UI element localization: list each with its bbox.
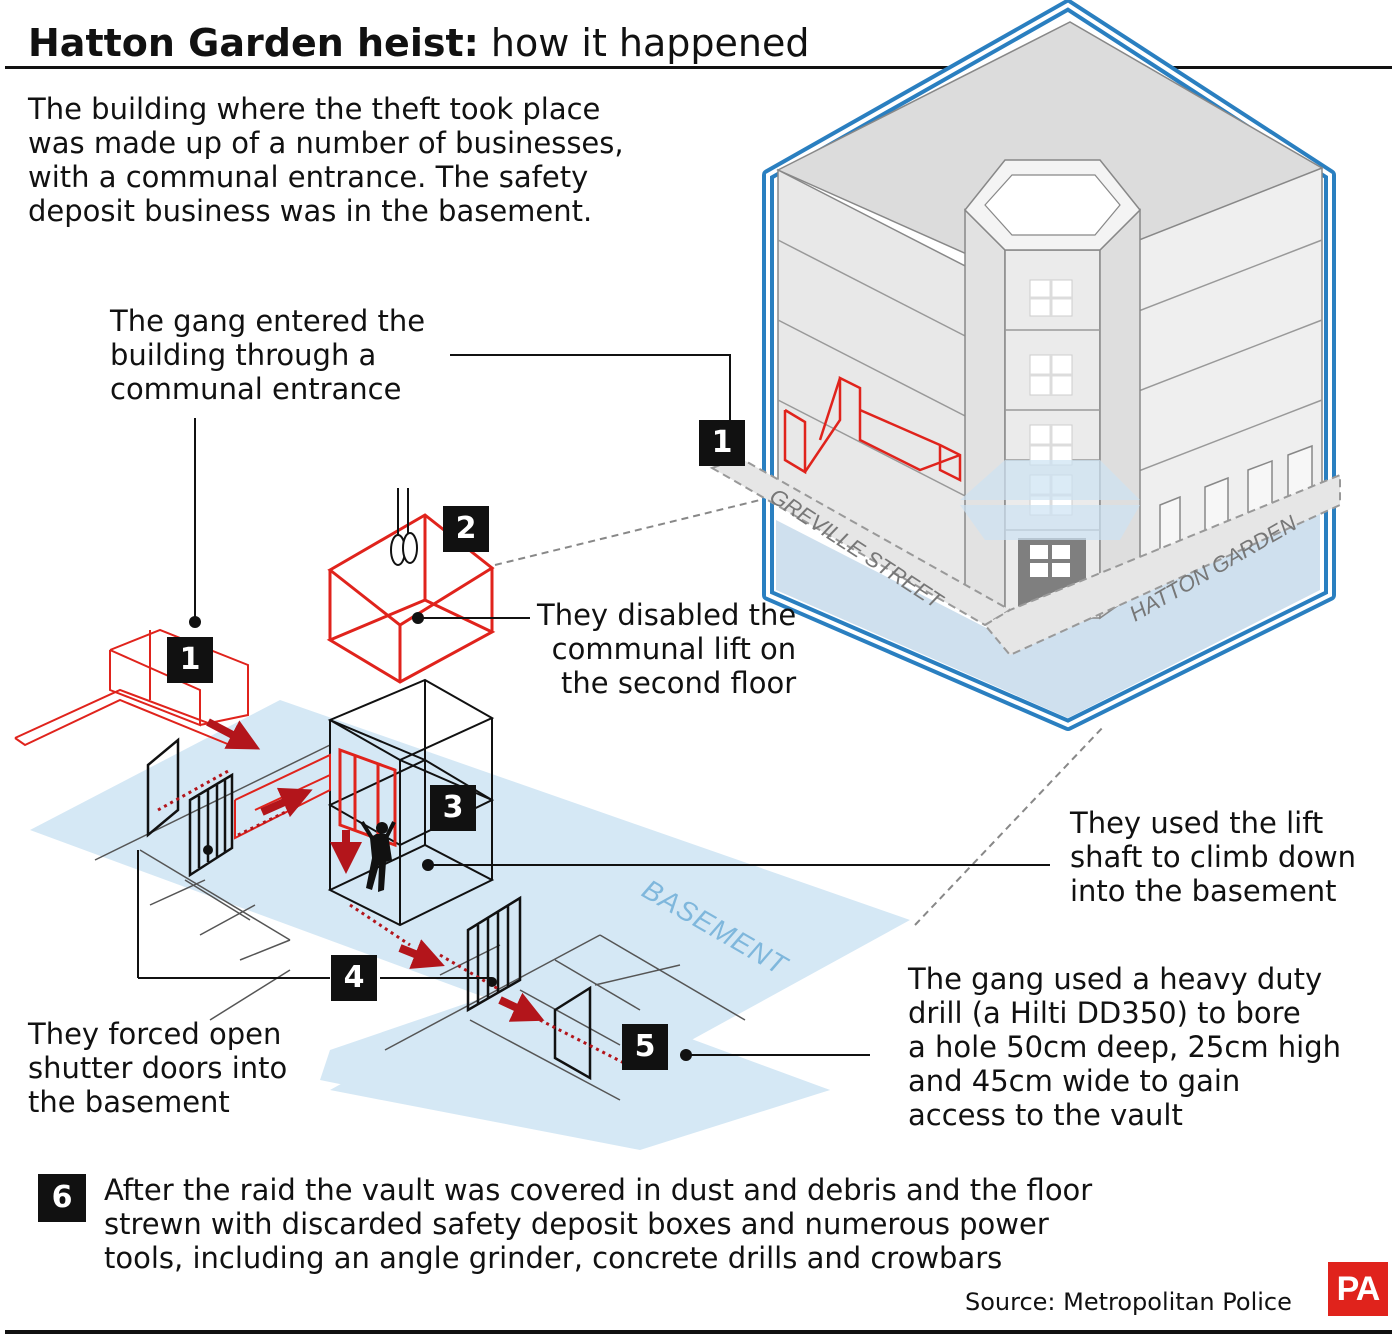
basement-floor-main bbox=[30, 700, 910, 1060]
intro-text: The building where the theft took place … bbox=[28, 92, 624, 228]
step-5-text: The gang used a heavy duty drill (a Hilt… bbox=[908, 962, 1342, 1132]
page-title: Hatton Garden heist: how it happened bbox=[28, 18, 810, 68]
basement-illustration: BASEMENT bbox=[14, 488, 910, 1150]
step-4-text: They forced open shutter doors into the … bbox=[28, 1017, 288, 1119]
pa-logo: PA bbox=[1328, 1262, 1388, 1316]
footer-rule bbox=[5, 1330, 1392, 1334]
step-badge-1: 1 bbox=[167, 637, 213, 683]
step-badge-2: 2 bbox=[443, 506, 489, 552]
step-2-text: They disabled the communal lift on the s… bbox=[537, 598, 797, 700]
street-hatton bbox=[983, 473, 1341, 657]
step-badge-5: 5 bbox=[622, 1024, 668, 1070]
building-illustration bbox=[709, 0, 1341, 731]
climber-figure bbox=[360, 820, 396, 892]
title-rest: how it happened bbox=[478, 21, 810, 65]
step-1-text: The gang entered the building through a … bbox=[110, 304, 426, 406]
step-badge-1-building: 1 bbox=[699, 420, 745, 466]
step-badge-6: 6 bbox=[38, 1174, 86, 1222]
title-rule bbox=[5, 66, 1392, 69]
title-bold: Hatton Garden heist: bbox=[28, 21, 479, 65]
step-badge-4: 4 bbox=[331, 955, 377, 1001]
ground-shading bbox=[776, 505, 1320, 718]
step-6-text: After the raid the vault was covered in … bbox=[104, 1173, 1093, 1275]
step-3-text: They used the lift shaft to climb down i… bbox=[1070, 806, 1357, 908]
corner-tower bbox=[964, 208, 1006, 620]
source-credit: Source: Metropolitan Police bbox=[965, 1288, 1292, 1316]
step-badge-3: 3 bbox=[430, 785, 476, 831]
